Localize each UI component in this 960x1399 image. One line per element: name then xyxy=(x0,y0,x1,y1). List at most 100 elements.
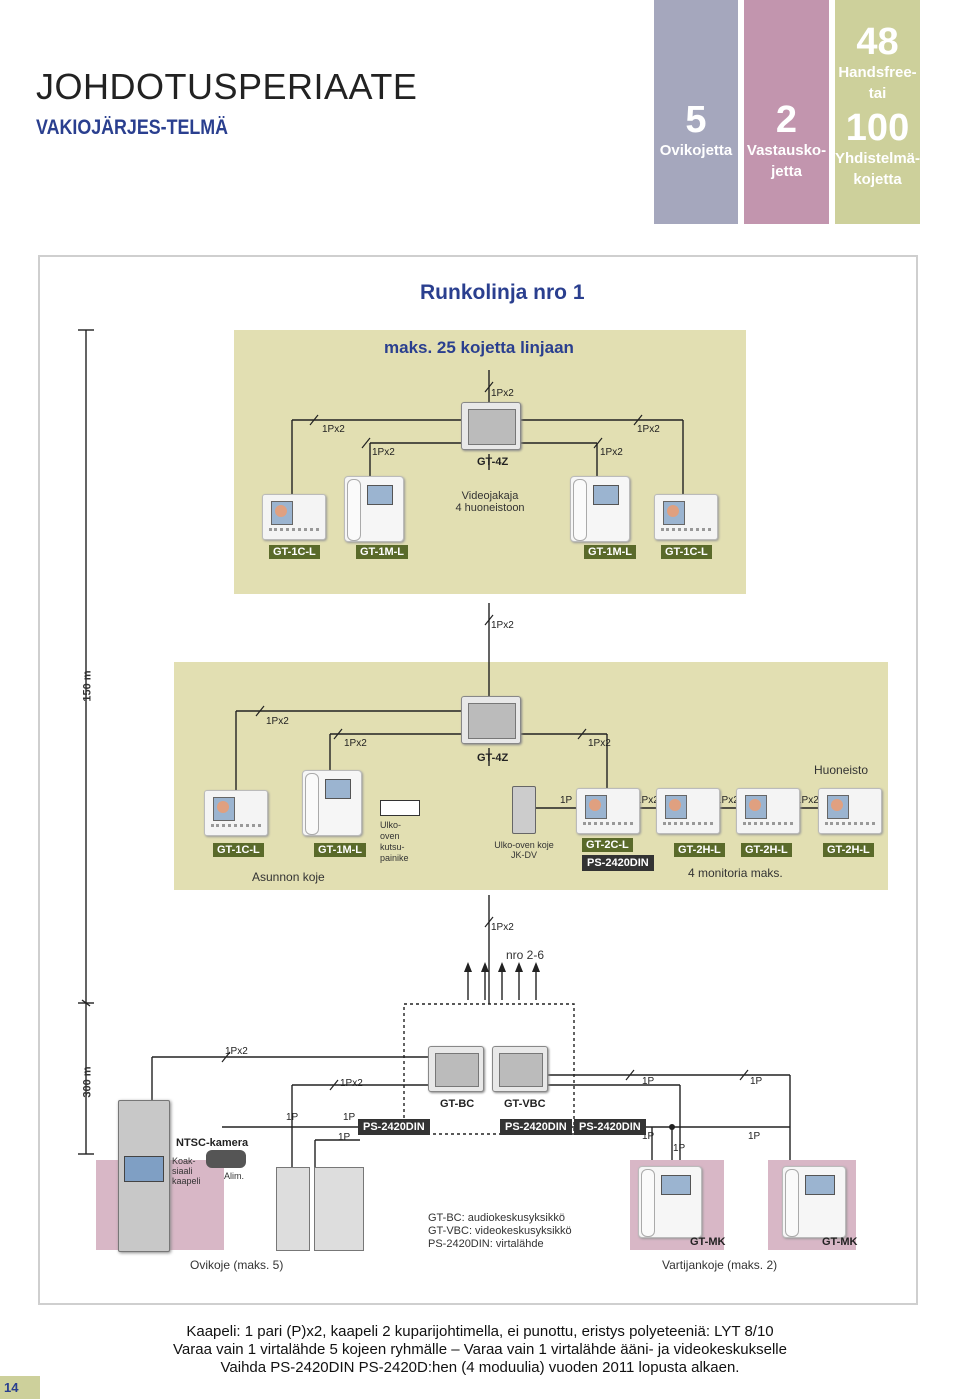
gt-1c-label: GT-1C-L xyxy=(269,545,320,559)
cable-label: 1Px2 xyxy=(600,447,623,458)
gt-1m-label: GT-1M-L xyxy=(356,545,408,559)
cable-label: 1Px2 xyxy=(491,620,514,631)
gt-1c-label: GT-1C-L xyxy=(661,545,712,559)
gt-1c-monitor xyxy=(262,494,326,540)
gt-1c-monitor xyxy=(204,790,268,836)
gt-1m-handset xyxy=(302,770,362,836)
gt-4z-label: GT-4Z xyxy=(477,456,509,468)
replacement-note: Vaihda PS-2420DIN PS-2420D:hen (4 moduul… xyxy=(220,1359,740,1376)
cable-label: 1Px2 xyxy=(637,424,660,435)
legend-gt-bc: GT-BC: audiokeskusyksikkö xyxy=(428,1212,565,1224)
tab-answer-label: Vastausko- jetta xyxy=(746,142,827,180)
ntsc-camera-label: NTSC-kamera xyxy=(176,1137,249,1149)
gt-1m-handset xyxy=(570,476,630,542)
page-number: 14 xyxy=(4,1380,19,1395)
cable-note: Kaapeli: 1 pari (P)x2, kaapeli 2 kuparij… xyxy=(186,1323,774,1340)
gt-4z-distributor xyxy=(461,402,521,450)
tab-handsfree-label: Handsfree- tai xyxy=(838,64,917,102)
gt-2h-label: GT-2H-L xyxy=(674,843,725,857)
page-subtitle: VAKIOJÄRJES-TELMÄ xyxy=(36,116,229,139)
gt-1c-label: GT-1C-L xyxy=(213,843,264,857)
gt-2c-monitor xyxy=(576,788,640,834)
legend-ps-2420: PS-2420DIN: virtalähde xyxy=(428,1238,544,1250)
jk-dv-door-station xyxy=(512,786,536,834)
cable-label: 1P xyxy=(560,795,573,806)
cable-label: 1Px2 xyxy=(266,716,289,727)
cable-label: 1Px2 xyxy=(796,795,819,806)
page-title: JOHDOTUSPERIAATE xyxy=(36,66,418,107)
cable-label: 1P xyxy=(642,1076,655,1087)
apartment-station-label: Asunnon koje xyxy=(252,870,325,884)
gt-vbc-label: GT-VBC xyxy=(504,1098,546,1110)
coax-label: Koak- siaali kaapeli xyxy=(172,1156,201,1186)
power-label: Alim. xyxy=(224,1171,244,1181)
ps-2420-label: PS-2420DIN xyxy=(500,1119,572,1135)
gt-1m-label: GT-1M-L xyxy=(584,545,636,559)
tab-answer-num: 2 xyxy=(775,99,798,141)
diagram-title: Runkolinja nro 1 xyxy=(420,281,585,304)
cable-label: 1P xyxy=(750,1076,763,1087)
cable-label: 1P xyxy=(748,1131,761,1142)
cable-label: 1Px2 xyxy=(491,922,514,933)
power-note: Varaa vain 1 virtalähde 5 kojeen ryhmäll… xyxy=(173,1341,787,1358)
gt-mk-label: GT-MK xyxy=(822,1236,858,1248)
tab-combo-label: Yhdistelmä- kojetta xyxy=(835,150,921,188)
cable-label: 1Px2 xyxy=(372,447,395,458)
dimension-150: 150 m xyxy=(81,670,94,702)
gt-bc-unit xyxy=(428,1046,484,1092)
door-call-button xyxy=(380,800,420,816)
cable-label: 1P xyxy=(338,1132,351,1143)
branch-range-label: nro 2-6 xyxy=(506,948,545,962)
tab-door-stations: 5 Ovikojetta xyxy=(654,0,738,224)
gt-2h-label: GT-2H-L xyxy=(741,843,792,857)
cable-label: 1Px2 xyxy=(588,738,611,749)
tab-door-num: 5 xyxy=(685,99,707,141)
gt-bc-label: GT-BC xyxy=(440,1098,475,1110)
cable-label: 1P xyxy=(286,1112,299,1123)
cable-label: 1Px2 xyxy=(344,738,367,749)
cable-label: 1Px2 xyxy=(322,424,345,435)
gt-4z-label: GT-4Z xyxy=(477,752,509,764)
gt-mk-guard-station xyxy=(638,1166,702,1238)
ps-2420-label: PS-2420DIN xyxy=(358,1119,430,1135)
legend-gt-vbc: GT-VBC: videokeskusyksikkö xyxy=(428,1225,572,1237)
gt-mk-guard-station xyxy=(782,1166,846,1238)
door-units-label: Ovikoje (maks. 5) xyxy=(190,1258,284,1272)
gt-1c-monitor xyxy=(654,494,718,540)
diagram-frame xyxy=(38,255,918,1305)
gt-2h-monitor xyxy=(736,788,800,834)
dimension-300: 300 m xyxy=(81,1066,94,1098)
distributor-label: Videojakaja 4 huoneistoon xyxy=(455,490,525,514)
gt-vbc-unit xyxy=(492,1046,548,1092)
tab-handsfree: 48 Handsfree- tai 100 Yhdistelmä- kojett… xyxy=(835,0,920,224)
door-station-label: Ulko-oven koje JK-DV xyxy=(494,840,554,860)
ntsc-camera xyxy=(206,1150,246,1168)
gt-2h-monitor xyxy=(656,788,720,834)
cable-label: 1Px2 xyxy=(491,388,514,399)
door-button-label: Ulko- oven kutsu- painike xyxy=(380,820,409,863)
gt-1m-label: GT-1M-L xyxy=(314,843,366,857)
ps-2420-label: PS-2420DIN xyxy=(574,1119,646,1135)
gt-mk-label: GT-MK xyxy=(690,1236,726,1248)
gt-2h-label: GT-2H-L xyxy=(823,843,874,857)
cable-label: 1P xyxy=(642,1131,655,1142)
door-station xyxy=(276,1167,310,1251)
cable-label: 1P xyxy=(673,1143,686,1154)
tab-door-label: Ovikojetta xyxy=(659,142,733,159)
ps-2420-label: PS-2420DIN xyxy=(582,855,654,871)
tab-combo-num: 100 xyxy=(845,107,910,149)
guard-units-label: Vartijankoje (maks. 2) xyxy=(662,1258,778,1272)
max-line-label: maks. 25 kojetta linjaan xyxy=(384,338,574,357)
door-panel-screen xyxy=(124,1156,164,1182)
max-monitors-label: 4 monitoria maks. xyxy=(688,866,783,880)
apartment-label: Huoneisto xyxy=(814,763,869,777)
gt-2c-label: GT-2C-L xyxy=(582,838,633,852)
gt-2h-monitor xyxy=(818,788,882,834)
cable-label: 1Px2 xyxy=(340,1078,363,1089)
cable-label: 1P xyxy=(343,1112,356,1123)
cable-label: 1Px2 xyxy=(225,1046,248,1057)
door-keypad-station xyxy=(314,1167,364,1251)
cable-label: 1Px2 xyxy=(636,795,659,806)
gt-4z-distributor xyxy=(461,696,521,744)
